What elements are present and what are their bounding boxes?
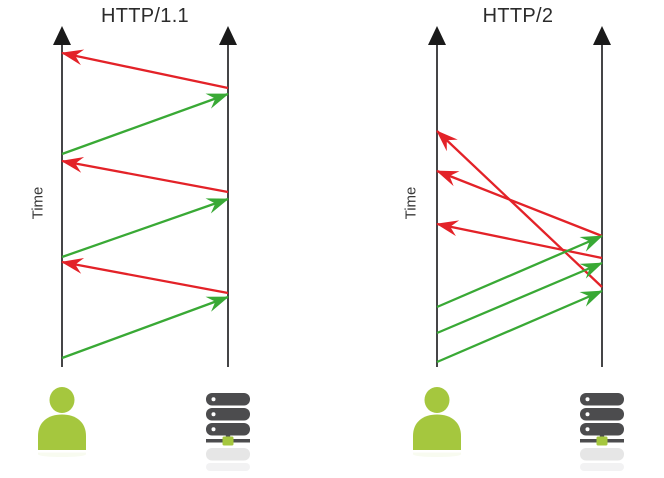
time-axis-label-right: Time [402,186,420,220]
response-arrow [436,130,603,288]
time-axis-arrowhead-icon [428,26,446,45]
request-arrow [436,289,603,364]
server-icon [580,393,624,471]
panel-HTTP/2 [428,26,611,367]
person-icon [38,387,86,457]
person-icon [413,387,461,457]
time-axis-arrowhead-icon [219,26,237,45]
time-axis-arrowhead-icon [53,26,71,45]
request-arrow [436,261,603,335]
response-arrow [61,257,229,295]
panel-title-http2: HTTP/2 [482,5,554,27]
time-axis-arrowhead-icon [593,26,611,45]
request-arrow [61,295,229,360]
server-icon [206,393,250,471]
panel-title-http11: HTTP/1.1 [101,5,189,27]
request-arrow [436,234,603,309]
panel-HTTP/1.1 [53,26,237,367]
request-arrow [61,197,229,259]
time-axis-label-left: Time [29,186,47,220]
response-arrow [61,156,229,194]
response-arrow [436,169,603,238]
response-arrow [436,220,603,260]
request-arrow [61,92,229,156]
response-arrow [61,49,229,90]
